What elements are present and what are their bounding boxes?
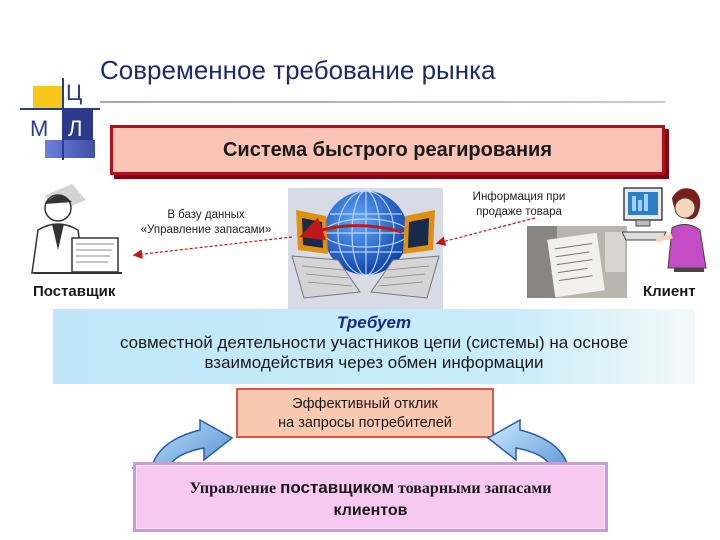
sales-info-line1: Информация при	[444, 190, 594, 205]
requirement-box: Требует совместной деятельности участник…	[53, 309, 695, 384]
management-part3: товарными запасами	[394, 480, 551, 497]
sales-info-label: Информация при продаже товара	[444, 190, 594, 220]
management-line2: клиентов	[136, 500, 605, 522]
requirement-line2: взаимодействия через обмен информации	[53, 353, 695, 373]
sales-info-line2: продаже товара	[444, 205, 594, 220]
management-part2: поставщиком	[280, 478, 394, 497]
client-label: Клиент	[643, 283, 696, 300]
management-part1: Управление	[190, 480, 281, 497]
arrow-database-to-supplier	[135, 237, 292, 255]
supplier-label: Поставщик	[33, 283, 115, 300]
management-line1: Управление поставщиком товарными запасам…	[136, 477, 605, 500]
receipt-photo-icon	[527, 226, 627, 298]
requirement-line1: совместной деятельности участников цепи …	[53, 333, 695, 353]
client-person-icon	[622, 184, 714, 274]
arrow-globe-to-database	[305, 226, 402, 235]
requirement-title: Требует	[53, 313, 695, 333]
management-box: Управление поставщиком товарными запасам…	[133, 462, 608, 532]
arrow-client-to-globe	[438, 218, 535, 243]
